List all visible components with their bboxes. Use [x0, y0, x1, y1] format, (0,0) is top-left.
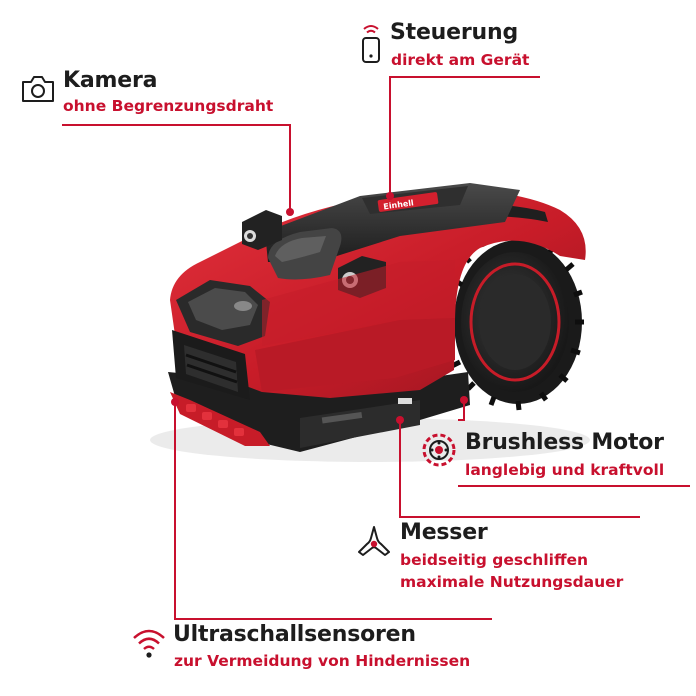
feature-subtitle: langlebig und kraftvoll	[465, 461, 665, 479]
feature-title: Messer	[400, 520, 488, 545]
feature-subtitle: zur Vermeidung von Hindernissen	[174, 652, 471, 670]
feature-subtitle-1: beidseitig geschliffen	[400, 551, 589, 569]
camera-icon	[22, 76, 54, 102]
feature-title: Ultraschallsensoren	[173, 622, 416, 647]
feature-subtitle: ohne Begrenzungsdraht	[63, 97, 274, 115]
wifi-signal-icon	[133, 629, 165, 658]
phone-wifi-icon	[362, 25, 380, 63]
feature-subtitle-2: maximale Nutzungsdauer	[400, 573, 624, 591]
motor-icon	[422, 433, 456, 467]
camera-unit-left	[242, 210, 282, 250]
brand-badge: Einhell	[383, 198, 415, 211]
feature-title: Brushless Motor	[465, 430, 664, 455]
feature-title: Kamera	[63, 68, 158, 93]
feature-subtitle: direkt am Gerät	[391, 51, 530, 69]
feature-title: Steuerung	[390, 20, 518, 45]
blade-icon	[358, 526, 390, 556]
